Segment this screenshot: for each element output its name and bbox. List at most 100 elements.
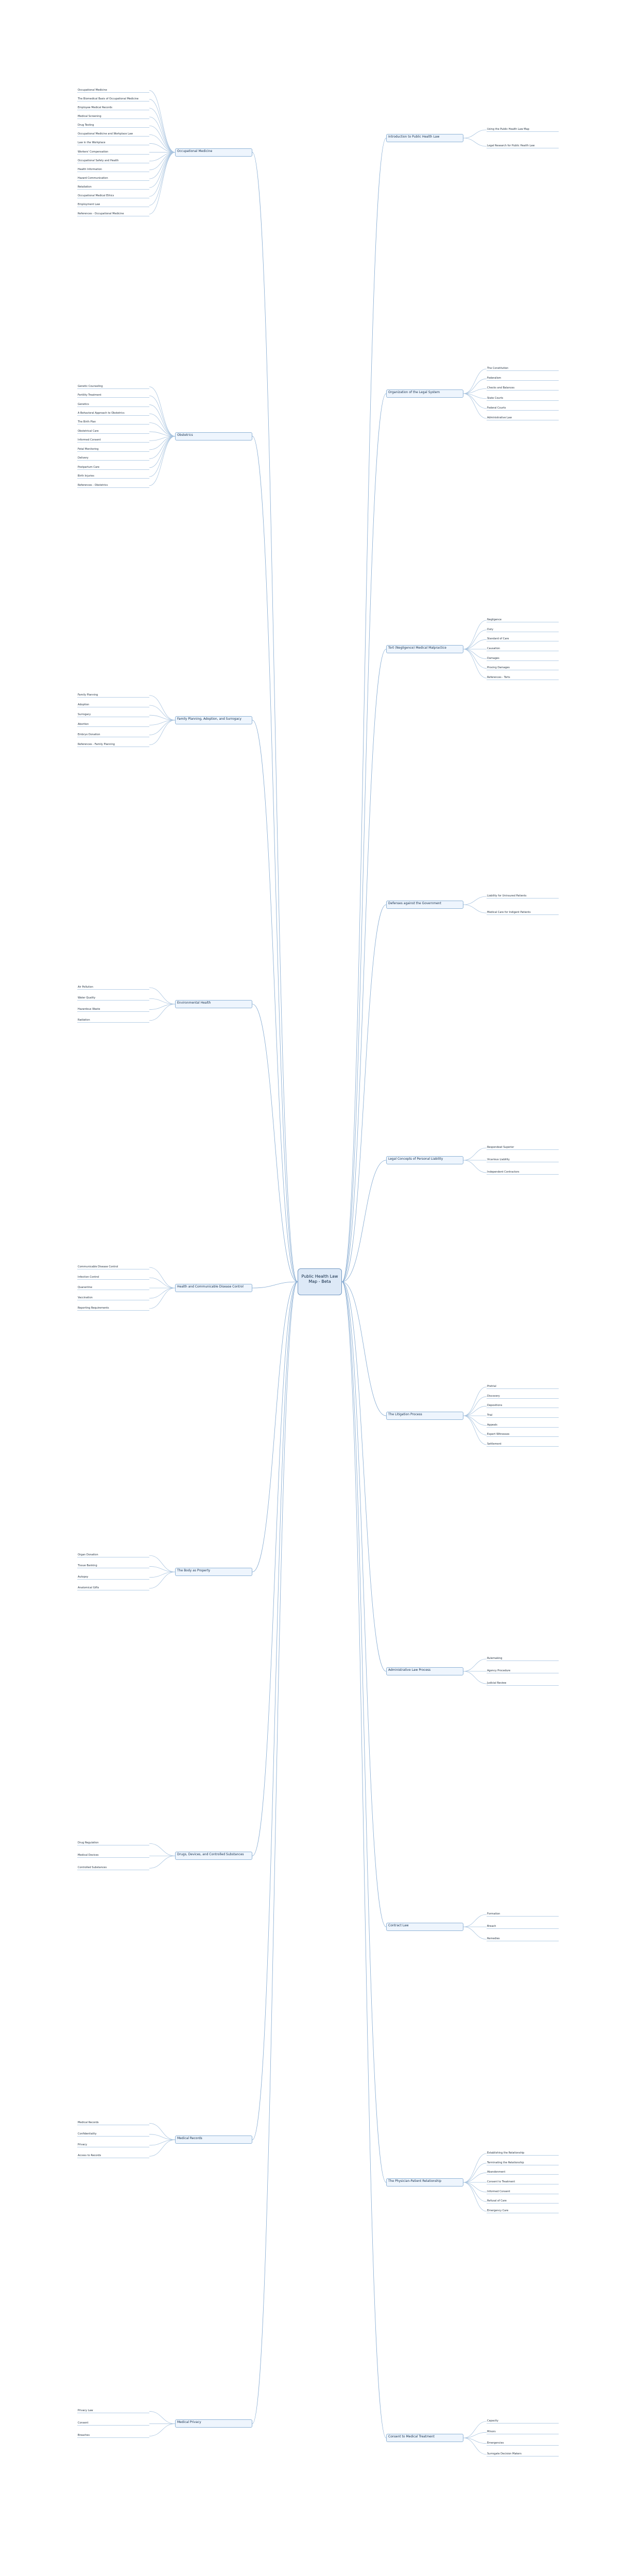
left-branch-node[interactable]: Health and Communicable Disease Control (175, 1284, 252, 1292)
left-leaf-node[interactable]: The Birth Plan (77, 420, 149, 425)
left-leaf-node[interactable]: Delivery (77, 456, 149, 461)
left-branch-node[interactable]: Family Planning, Adoption, and Surrogacy (175, 716, 252, 724)
right-leaf-node[interactable]: Breach (487, 1925, 559, 1929)
left-leaf-node[interactable]: Law in the Workplace (77, 141, 149, 146)
right-leaf-node[interactable]: Emergency Care (487, 2209, 559, 2213)
right-leaf-node[interactable]: Duty (487, 628, 559, 632)
left-leaf-node[interactable]: Access to Records (77, 2154, 149, 2159)
left-leaf-node[interactable]: Privacy Law (77, 2409, 149, 2414)
right-leaf-node[interactable]: Damages (487, 657, 559, 661)
right-leaf-node[interactable]: Formation (487, 1912, 559, 1917)
right-leaf-node[interactable]: State Courts (487, 397, 559, 401)
right-leaf-node[interactable]: Depositions (487, 1404, 559, 1409)
left-leaf-node[interactable]: Informed Consent (77, 438, 149, 443)
right-leaf-node[interactable]: Liability for Uninsured Patients (487, 894, 559, 899)
left-branch-node[interactable]: The Body as Property (175, 1568, 252, 1577)
right-leaf-node[interactable]: Refusal of Care (487, 2199, 559, 2204)
right-leaf-node[interactable]: Settlement (487, 1443, 559, 1447)
right-leaf-node[interactable]: Capacity (487, 2419, 559, 2424)
right-leaf-node[interactable]: Judicial Review (487, 1682, 559, 1686)
right-branch-node[interactable]: The Litigation Process (386, 1412, 463, 1420)
left-leaf-node[interactable]: Employment Law (77, 203, 149, 208)
left-leaf-node[interactable]: Genetic Counseling (77, 385, 149, 389)
left-leaf-node[interactable]: Vaccination (77, 1296, 149, 1300)
right-leaf-node[interactable]: Standard of Care (487, 637, 559, 642)
left-branch-node[interactable]: Occupational Medicine (175, 148, 252, 157)
left-leaf-node[interactable]: Employee Medical Records (77, 106, 149, 110)
left-branch-node[interactable]: Medical Privacy (175, 2419, 252, 2428)
left-leaf-node[interactable]: Medical Records (77, 2121, 149, 2126)
left-leaf-node[interactable]: Family Planning (77, 693, 149, 698)
right-branch-node[interactable]: Administrative Law Process (386, 1667, 463, 1675)
right-branch-node[interactable]: Introduction to Public Health Law (386, 134, 463, 142)
right-leaf-node[interactable]: Remedies (487, 1937, 559, 1941)
left-leaf-node[interactable]: Birth Injuries (77, 474, 149, 479)
left-leaf-node[interactable]: Adoption (77, 703, 149, 707)
right-leaf-node[interactable]: References - Torts (487, 676, 559, 680)
right-leaf-node[interactable]: Consent to Treatment (487, 2180, 559, 2184)
right-branch-node[interactable]: Legal Concepts of Personal Liability (386, 1156, 463, 1164)
left-leaf-node[interactable]: Genetics (77, 403, 149, 407)
left-branch-node[interactable]: Drugs, Devices, and Controlled Substance… (175, 1852, 252, 1860)
left-leaf-node[interactable]: Postpartum Care (77, 466, 149, 470)
left-leaf-node[interactable]: Organ Donation (77, 1553, 149, 1558)
left-leaf-node[interactable]: A Behavioral Approach to Obstetrics (77, 412, 149, 416)
left-leaf-node[interactable]: Confidentiality (77, 2132, 149, 2137)
right-branch-node[interactable]: The Physician-Patient Relationship (386, 2178, 463, 2187)
right-leaf-node[interactable]: Federalism (487, 377, 559, 381)
right-leaf-node[interactable]: Rulemaking (487, 1657, 559, 1661)
left-leaf-node[interactable]: Privacy (77, 2143, 149, 2147)
left-leaf-node[interactable]: Drug Regulation (77, 1841, 149, 1846)
right-leaf-node[interactable]: Trial (487, 1414, 559, 1418)
right-leaf-node[interactable]: Medical Care for Indigent Patients (487, 911, 559, 915)
right-leaf-node[interactable]: Causation (487, 647, 559, 651)
left-leaf-node[interactable]: Drug Testing (77, 124, 149, 128)
right-leaf-node[interactable]: Emergencies (487, 2442, 559, 2446)
left-leaf-node[interactable]: References - Family Planning (77, 743, 149, 747)
right-leaf-node[interactable]: Abandonment (487, 2171, 559, 2175)
left-leaf-node[interactable]: Tissue Banking (77, 1564, 149, 1569)
right-leaf-node[interactable]: Minors (487, 2430, 559, 2435)
left-branch-node[interactable]: Medical Records (175, 2136, 252, 2144)
left-leaf-node[interactable]: Infection Control (77, 1276, 149, 1280)
right-leaf-node[interactable]: Respondeat Superior (487, 1146, 559, 1150)
left-leaf-node[interactable]: Controlled Substances (77, 1866, 149, 1871)
right-leaf-node[interactable]: Surrogate Decision Makers (487, 2452, 559, 2456)
right-branch-node[interactable]: Tort (Negligence) Medical Malpractice (386, 645, 463, 653)
left-leaf-node[interactable]: Consent (77, 2421, 149, 2426)
left-leaf-node[interactable]: Hazardous Waste (77, 1008, 149, 1012)
left-leaf-node[interactable]: References - Obstetrics (77, 484, 149, 488)
right-branch-node[interactable]: Defenses against the Government (386, 901, 463, 909)
right-leaf-node[interactable]: Checks and Balances (487, 386, 559, 391)
left-leaf-node[interactable]: Medical Devices (77, 1854, 149, 1858)
left-leaf-node[interactable]: Occupational Medical Ethics (77, 194, 149, 199)
left-branch-node[interactable]: Environmental Health (175, 999, 252, 1008)
left-leaf-node[interactable]: Hazard Communication (77, 177, 149, 181)
right-leaf-node[interactable]: Proving Damages (487, 666, 559, 671)
left-leaf-node[interactable]: Water Quality (77, 996, 149, 1001)
left-leaf-node[interactable]: Workers' Compensation (77, 150, 149, 155)
right-leaf-node[interactable]: Informed Consent (487, 2190, 559, 2194)
right-branch-node[interactable]: Consent to Medical Treatment (386, 2434, 463, 2442)
left-leaf-node[interactable]: The Biomedical Basis of Occupational Med… (77, 97, 149, 101)
left-leaf-node[interactable]: Fertility Treatment (77, 394, 149, 398)
left-leaf-node[interactable]: Quarantine (77, 1286, 149, 1290)
right-leaf-node[interactable]: Administrative Law (487, 416, 559, 420)
right-leaf-node[interactable]: Vicarious Liability (487, 1158, 559, 1162)
left-leaf-node[interactable]: Autopsy (77, 1575, 149, 1580)
left-leaf-node[interactable]: Medical Screening (77, 115, 149, 119)
left-leaf-node[interactable]: Air Pollution (77, 986, 149, 990)
left-leaf-node[interactable]: Surrogacy (77, 713, 149, 718)
root-node[interactable]: Public Health Law Map - Beta (298, 1268, 342, 1295)
right-leaf-node[interactable]: Agency Procedure (487, 1669, 559, 1673)
right-leaf-node[interactable]: Appeals (487, 1423, 559, 1428)
right-leaf-node[interactable]: Establishing the Relationship (487, 2151, 559, 2156)
left-leaf-node[interactable]: Occupational Medicine and Workplace Law (77, 132, 149, 137)
right-leaf-node[interactable]: Discovery (487, 1395, 559, 1399)
right-leaf-node[interactable]: Independent Contractors (487, 1171, 559, 1175)
right-branch-node[interactable]: Contract Law (386, 1923, 463, 1931)
right-leaf-node[interactable]: Negligence (487, 618, 559, 622)
left-leaf-node[interactable]: Breaches (77, 2434, 149, 2438)
left-leaf-node[interactable]: Retaliation (77, 185, 149, 190)
right-leaf-node[interactable]: Using the Public Health Law Map (487, 128, 559, 132)
